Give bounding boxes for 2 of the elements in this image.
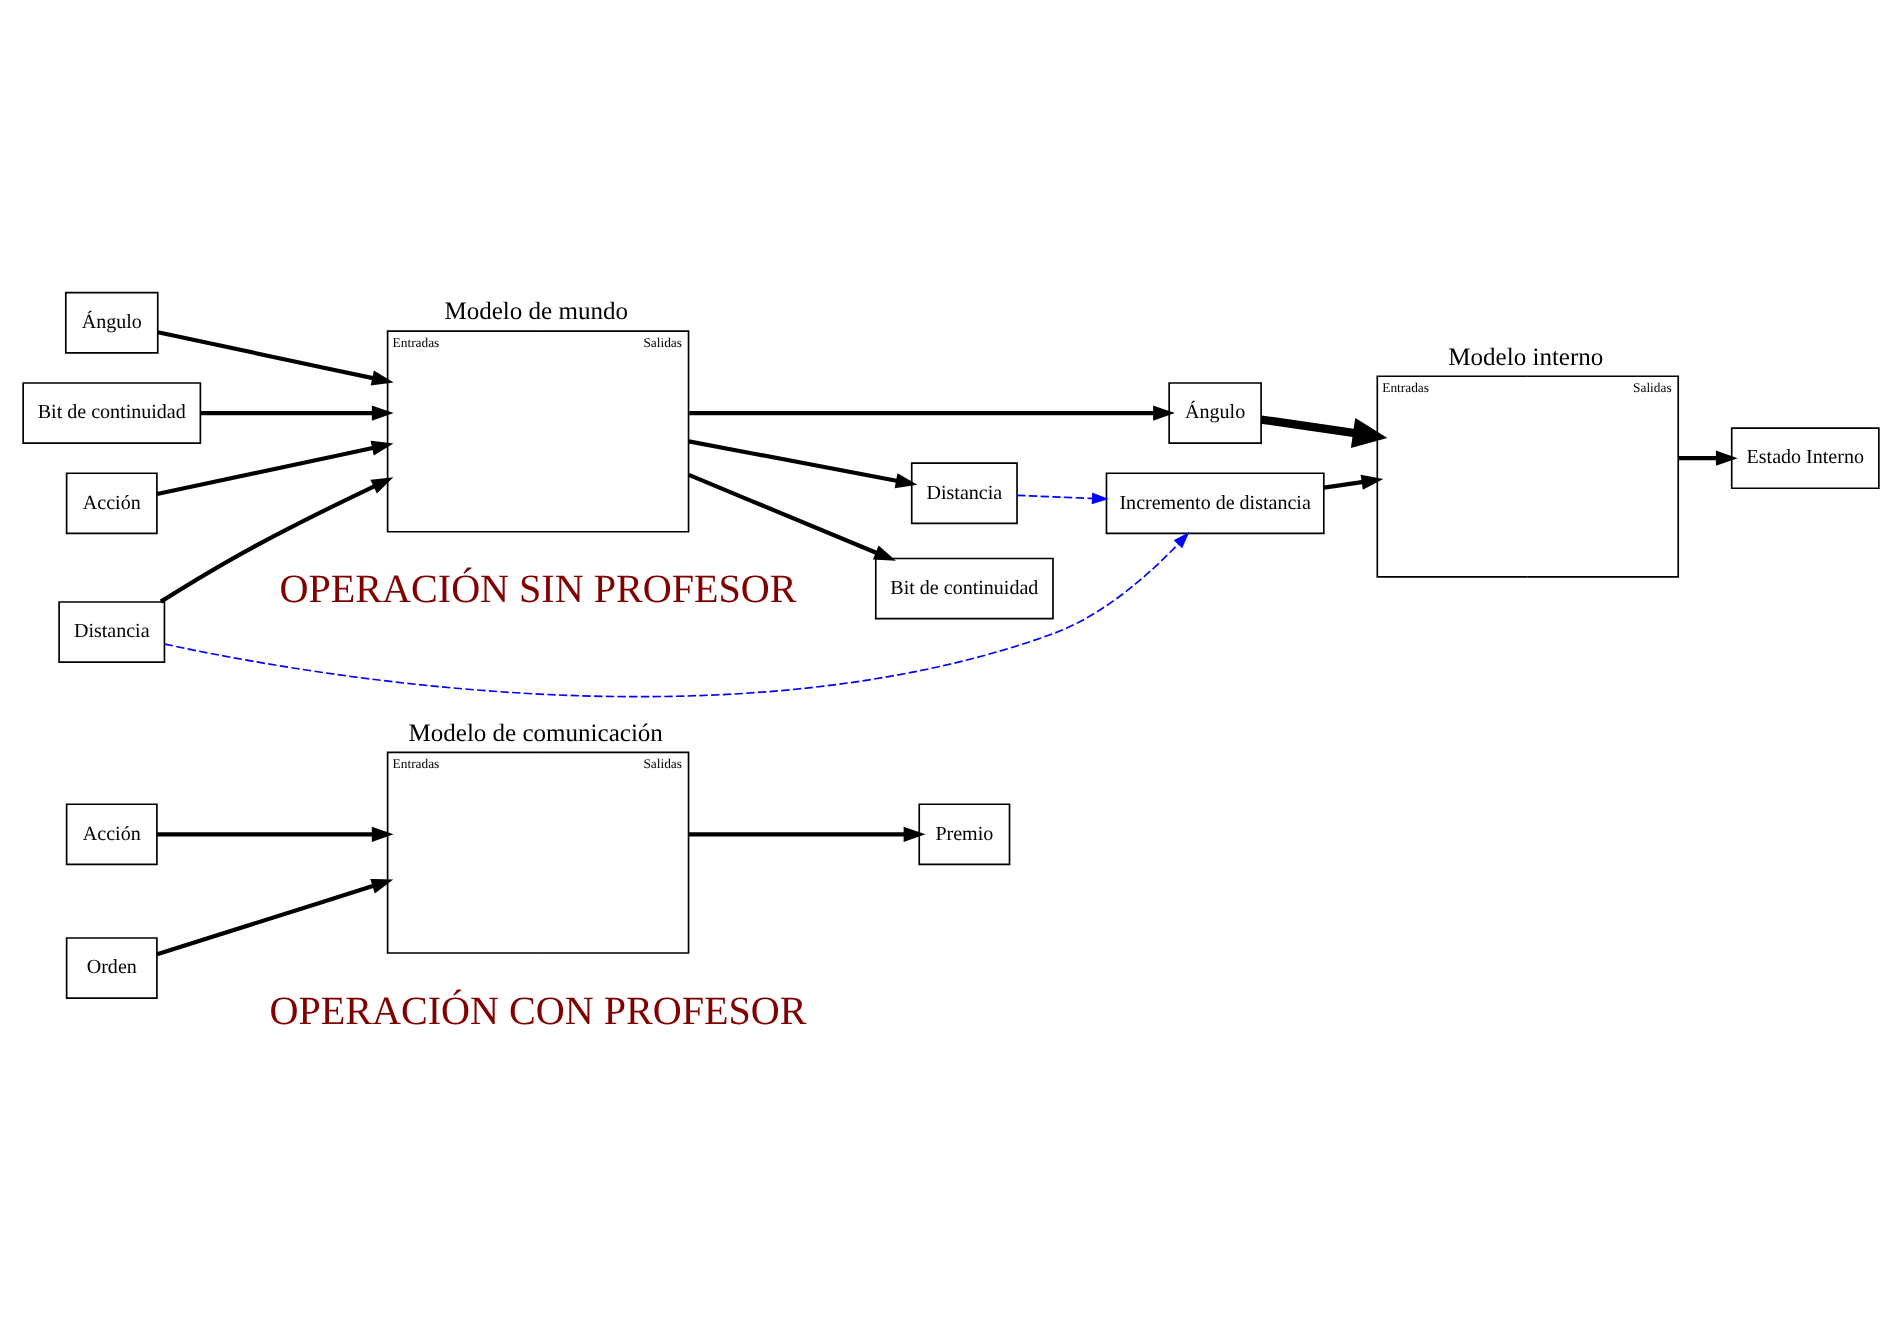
label: OPERACIÓN SIN PROFESOR [279, 568, 797, 613]
label: OPERACIÓN CON PROFESOR [269, 989, 807, 1034]
